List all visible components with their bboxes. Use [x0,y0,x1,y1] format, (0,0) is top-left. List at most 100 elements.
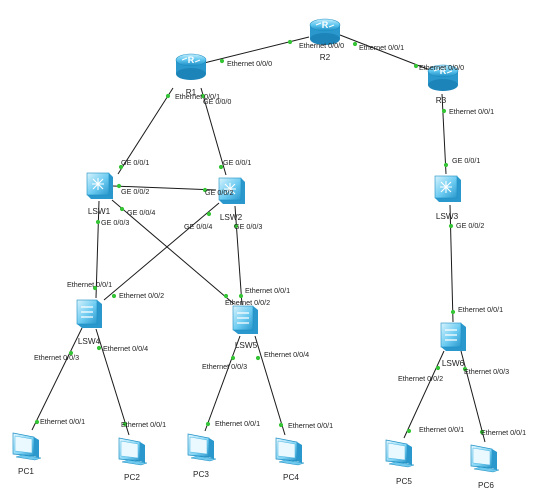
port-dot-r3 [441,108,447,114]
port-label-lsw1: GE 0/0/2 [121,187,149,196]
link-r1-lsw1 [117,87,174,175]
link-lsw4-pc2 [95,328,130,436]
port-dot-pc2 [122,421,128,427]
port-label-pc4: Ethernet 0/0/1 [288,421,333,430]
link-lsw3-lsw6 [449,204,454,323]
port-label-lsw4: Ethernet 0/0/2 [119,291,164,300]
port-label-lsw6: Ethernet 0/0/3 [464,367,509,376]
port-dot-lsw1 [116,183,122,189]
port-dot-lsw2 [202,187,208,193]
link-lsw1-lsw5 [111,199,235,305]
device-label-r1: R1 [186,88,197,97]
port-dot-lsw1 [118,164,124,170]
port-label-r1: GE 0/0/0 [203,97,231,106]
link-r1-lsw2 [200,87,227,176]
device-label-lsw4: LSW4 [78,337,101,346]
router-r2-icon[interactable]: R [309,18,341,45]
port-label-r3: Ethernet 0/0/1 [449,107,494,116]
port-dot-lsw3 [443,162,449,168]
pc-pc2-icon[interactable] [118,437,148,466]
router-r3-icon[interactable]: R [427,64,459,91]
port-dot-lsw4 [96,345,102,351]
port-dot-lsw6 [450,309,456,315]
device-label-lsw2: LSW2 [220,213,243,222]
port-label-lsw4: Ethernet 0/0/4 [103,344,148,353]
port-label-r1: Ethernet 0/0/1 [175,92,220,101]
l2switch-lsw5-icon[interactable] [232,305,258,334]
device-label-lsw1: LSW1 [88,207,111,216]
port-label-lsw4: Ethernet 0/0/1 [67,280,112,289]
router-r1-icon[interactable]: R [175,53,207,80]
pc-pc4-icon[interactable] [275,437,305,466]
l3switch-lsw2-icon[interactable] [218,177,245,204]
port-label-lsw3: GE 0/0/1 [452,156,480,165]
port-dot-lsw5 [223,293,229,299]
l2switch-lsw6-icon[interactable] [440,322,466,351]
port-dot-lsw1 [119,206,125,212]
pc-pc6-icon[interactable] [470,444,500,473]
port-dot-lsw2 [218,164,224,170]
port-dot-r1 [200,93,206,99]
port-label-pc2: Ethernet 0/0/1 [121,420,166,429]
port-dot-lsw2 [206,211,212,217]
port-dot-lsw4 [111,293,117,299]
port-label-lsw1: GE 0/0/4 [127,208,155,217]
svg-text:R: R [440,66,447,76]
port-label-lsw5: Ethernet 0/0/4 [264,350,309,359]
port-label-lsw6: Ethernet 0/0/2 [398,374,443,383]
l3switch-lsw3-icon[interactable] [434,175,461,202]
port-label-r2: Ethernet 0/0/0 [299,41,344,50]
port-dot-lsw1 [95,219,101,225]
device-label-lsw3: LSW3 [436,212,459,221]
port-label-lsw1: GE 0/0/1 [121,158,149,167]
port-dot-pc4 [278,422,284,428]
link-r3-lsw3 [441,93,447,175]
devices-layer: R R R [12,18,500,473]
port-dot-pc5 [406,428,412,434]
device-label-pc1: PC1 [18,467,34,476]
links-layer [31,34,486,443]
svg-text:R: R [322,20,329,30]
device-label-pc5: PC5 [396,477,412,486]
link-lsw5-pc4 [254,335,286,436]
link-lsw2-lsw4 [103,202,220,301]
port-label-lsw2: GE 0/0/2 [205,188,233,197]
port-label-lsw6: Ethernet 0/0/1 [458,305,503,314]
link-lsw4-pc1 [31,327,83,431]
port-dot-lsw4 [68,350,74,356]
port-dot-r3 [413,63,419,69]
port-label-r3: Ethernet 0/0/0 [419,63,464,72]
link-lsw1-lsw4 [95,200,100,299]
device-label-pc2: PC2 [124,473,140,482]
l3switch-lsw1-icon[interactable] [86,172,113,199]
port-dot-lsw3 [448,223,454,229]
port-dot-lsw6 [435,365,441,371]
l2switch-lsw4-icon[interactable] [76,299,102,328]
link-lsw5-pc3 [204,335,241,432]
device-label-lsw6: LSW6 [442,359,465,368]
device-label-pc3: PC3 [193,470,209,479]
link-lsw1-lsw2 [112,185,217,191]
port-dot-r1 [219,58,225,64]
port-label-lsw2: GE 0/0/1 [223,158,251,167]
link-lsw6-pc6 [460,350,486,443]
pc-pc1-icon[interactable] [12,432,42,461]
link-lsw6-pc5 [403,350,445,439]
port-dot-lsw2 [233,223,239,229]
port-dot-lsw5 [230,355,236,361]
svg-text:R: R [188,55,195,65]
port-dot-lsw6 [462,366,468,372]
pc-pc3-icon[interactable] [187,433,217,462]
port-dot-r2 [287,39,293,45]
port-dot-pc6 [479,429,485,435]
port-label-lsw5: Ethernet 0/0/1 [245,286,290,295]
port-dot-r1 [165,93,171,99]
pc-pc5-icon[interactable] [385,439,415,468]
port-dot-pc1 [34,419,40,425]
port-label-r2: Ethernet 0/0/1 [359,43,404,52]
device-label-pc4: PC4 [283,473,299,482]
port-label-pc6: Ethernet 0/0/1 [481,428,526,437]
device-label-pc6: PC6 [478,481,494,490]
port-label-lsw2: GE 0/0/3 [234,222,262,231]
